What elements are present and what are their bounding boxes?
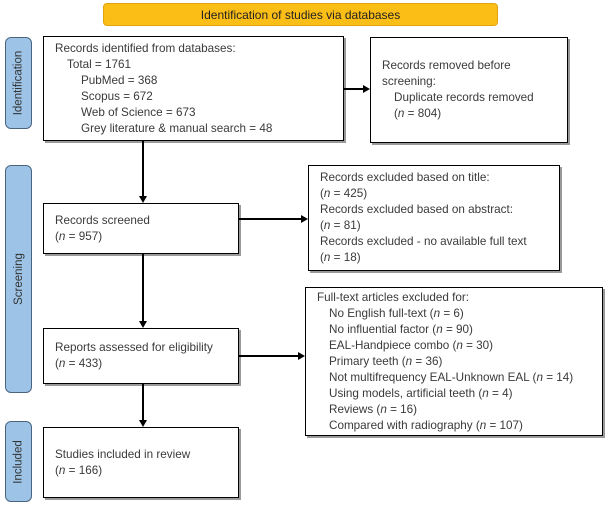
box-line: Records excluded based on title: <box>320 171 490 184</box>
arrow-head-down-icon <box>138 196 147 203</box>
box-line: Duplicate records removed <box>394 91 534 104</box>
box-line: (n = 433) <box>55 357 103 370</box>
arrow-line <box>239 218 303 220</box>
box-line: Studies included in review <box>55 447 191 461</box>
box-line: Compared with radiography (n = 107) <box>329 418 523 432</box>
box-line: Records excluded based on abstract: <box>320 203 513 216</box>
box-line: (n = 957) <box>55 229 103 243</box>
box-line: Primary teeth (n = 36) <box>329 354 443 368</box>
box-line: Grey literature & manual search = 48 <box>81 121 273 135</box>
box-records-identified: Records identified from databases: Total… <box>43 36 344 141</box>
box-records-screened: Records screened (n = 957) <box>43 203 239 254</box>
stage-label-text: Identification <box>12 50 25 116</box>
box-line: Records screened <box>55 213 150 227</box>
box-line: No influential factor (n = 90) <box>329 322 473 336</box>
box-studies-included: Studies included in review (n = 166) <box>43 427 239 498</box>
box-line: Reviews (n = 16) <box>329 402 418 416</box>
box-line: PubMed = 368 <box>81 73 158 87</box>
box-records-removed: Records removed before screening: Duplic… <box>370 37 568 143</box>
box-records-excluded-screening: Records excluded based on title: (n = 42… <box>308 165 560 271</box>
arrow-line <box>142 384 144 421</box>
box-line: Records identified from databases: <box>55 41 236 55</box>
box-line: (n = 81) <box>320 219 361 232</box>
stage-label-identification: Identification <box>5 37 32 129</box>
box-line: (n = 804) <box>394 107 442 120</box>
box-fulltext-excluded: Full-text articles excluded for: No Engl… <box>305 287 603 436</box>
arrow-head-down-icon <box>138 420 147 427</box>
box-reports-assessed: Reports assessed for eligibility (n = 43… <box>43 328 239 384</box>
box-line: No English full-text (n = 6) <box>329 306 464 320</box>
box-line: (n = 166) <box>55 463 103 477</box>
box-line: Total = 1761 <box>67 57 132 71</box>
box-line: (n = 18) <box>320 251 361 264</box>
box-line: (n = 425) <box>320 187 368 200</box>
arrow-line <box>142 141 144 197</box>
arrow-line <box>142 254 144 322</box>
arrow-head-right-icon <box>298 351 305 360</box>
stage-label-included: Included <box>5 421 32 502</box>
arrow-line <box>239 355 299 357</box>
stage-label-text: Included <box>12 439 25 484</box>
box-line: Full-text articles excluded for: <box>317 290 469 304</box>
box-line: EAL-Handpiece combo (n = 30) <box>329 338 494 352</box>
box-line: Records removed before <box>382 59 511 72</box>
stage-label-text: Screening <box>12 253 25 305</box>
banner-title: Identification of studies via databases <box>103 3 498 26</box>
arrow-head-down-icon <box>138 321 147 328</box>
box-line: Using models, artificial teeth (n = 4) <box>329 386 513 400</box>
box-line: Not multifrequency EAL-Unknown EAL (n = … <box>329 370 574 384</box>
stage-label-screening: Screening <box>5 165 32 393</box>
arrow-line <box>344 88 364 90</box>
box-line: Reports assessed for eligibility <box>55 341 213 354</box>
box-line: screening: <box>382 75 436 88</box>
arrow-head-right-icon <box>363 84 370 93</box>
box-line: Scopus = 672 <box>81 89 153 103</box>
box-line: Records excluded - no available full tex… <box>320 235 527 248</box>
box-line: Web of Science = 673 <box>81 105 196 119</box>
arrow-head-right-icon <box>301 214 308 223</box>
